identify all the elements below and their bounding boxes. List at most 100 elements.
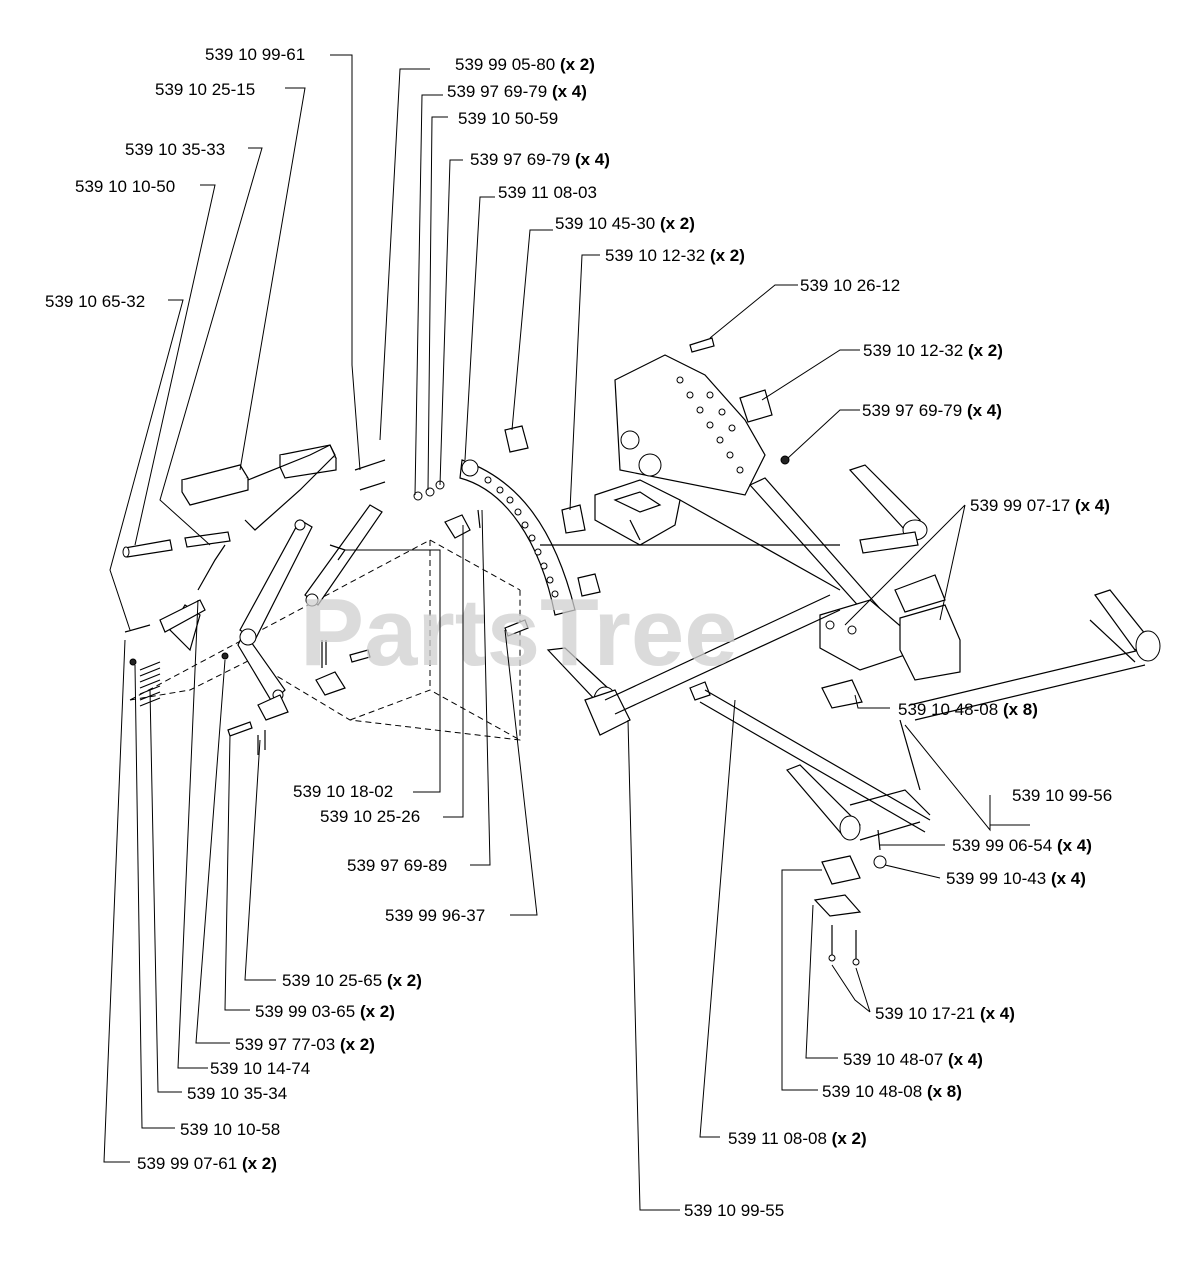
part-label: 539 10 65-32: [45, 292, 145, 311]
part-number: 539 10 12-32: [605, 246, 705, 265]
nut: [129, 658, 137, 666]
part-labels: 539 10 99-61 539 99 05-80 (x 2) 539 10 2…: [45, 45, 1112, 1220]
part-label: 539 99 03-65 (x 2): [255, 1002, 395, 1021]
part-label: 539 97 69-89: [347, 856, 447, 875]
part-label: 539 10 48-07 (x 4): [843, 1050, 983, 1069]
pin: [227, 721, 253, 737]
part-number: 539 10 48-08: [822, 1082, 922, 1101]
part-qty: (x 2): [242, 1154, 277, 1173]
bushing-45-30: [504, 425, 529, 453]
part-number: 539 97 69-89: [347, 856, 447, 875]
part-number: 539 97 77-03: [235, 1035, 335, 1054]
part-number: 539 11 08-08: [728, 1129, 827, 1148]
pin-96-37: [504, 619, 529, 637]
lift-arm-upper-right: [848, 464, 928, 554]
clevis: [315, 671, 346, 696]
part-label: 539 10 14-74: [210, 1059, 310, 1078]
watermark: PartsTree: [300, 579, 738, 686]
block-48-08-lower: [821, 855, 861, 885]
pin: [349, 649, 371, 663]
pedal-arm: [237, 444, 336, 703]
part-number: 539 10 99-55: [684, 1201, 784, 1220]
part-qty: (x 2): [560, 55, 595, 74]
part-label: 539 97 69-79 (x 4): [862, 401, 1002, 420]
part-qty: (x 2): [660, 214, 695, 233]
part-number: 539 10 26-12: [800, 276, 900, 295]
foot-pedal-left: [181, 464, 249, 506]
part-number: 539 10 10-58: [180, 1120, 280, 1139]
part-number: 539 97 69-79: [447, 82, 547, 101]
part-label: 539 10 35-34: [187, 1084, 287, 1103]
part-label: 539 10 99-61: [205, 45, 305, 64]
part-label: 539 10 25-65 (x 2): [282, 971, 422, 990]
washer: [413, 491, 423, 501]
part-label: 539 10 25-15: [155, 80, 255, 99]
part-qty: (x 4): [1057, 836, 1092, 855]
part-label: 539 10 99-55: [684, 1201, 784, 1220]
part-label: 539 99 07-17 (x 4): [970, 496, 1110, 515]
part-number: 539 10 48-08: [898, 700, 998, 719]
part-label: 539 10 50-59: [458, 109, 558, 128]
lever-arm: [304, 504, 383, 607]
part-number: 539 10 14-74: [210, 1059, 310, 1078]
lift-shaft-right: [909, 589, 1161, 721]
part-number: 539 10 35-33: [125, 140, 225, 159]
cotter-pin: [477, 509, 481, 529]
part-number: 539 10 99-61: [205, 45, 305, 64]
part-qty: (x 2): [387, 971, 422, 990]
part-qty: (x 2): [968, 341, 1003, 360]
part-number: 539 10 48-07: [843, 1050, 943, 1069]
part-number: 539 10 25-15: [155, 80, 255, 99]
part-label: 539 97 77-03 (x 2): [235, 1035, 375, 1054]
part-qty: (x 4): [980, 1004, 1015, 1023]
part-number: 539 10 12-32: [863, 341, 963, 360]
part-label: 539 10 45-30 (x 2): [555, 214, 695, 233]
part-label: 539 97 69-79 (x 4): [470, 150, 610, 169]
part-number: 539 97 69-79: [470, 150, 570, 169]
part-label: 539 10 17-21 (x 4): [875, 1004, 1015, 1023]
rod-10-50: [122, 531, 231, 558]
part-qty: (x 4): [1075, 496, 1110, 515]
part-number: 539 99 03-65: [255, 1002, 355, 1021]
nut: [221, 652, 229, 660]
part-qty: (x 8): [927, 1082, 962, 1101]
part-qty: (x 8): [1003, 700, 1038, 719]
part-qty: (x 4): [1051, 869, 1086, 888]
part-qty: (x 2): [340, 1035, 375, 1054]
frame-bar: [540, 477, 961, 681]
part-label: 539 97 69-79 (x 4): [447, 82, 587, 101]
lift-arm-lower-right: [785, 719, 931, 869]
part-label: 539 10 12-32 (x 2): [863, 341, 1003, 360]
part-number: 539 10 10-50: [75, 177, 175, 196]
part-label: 539 99 06-54 (x 4): [952, 836, 1092, 855]
part-qty: (x 4): [552, 82, 587, 101]
part-number: 539 10 25-65: [282, 971, 382, 990]
frame-plate: [594, 354, 766, 546]
part-label: 539 10 35-33: [125, 140, 225, 159]
part-label: 539 11 08-03: [498, 183, 597, 202]
part-qty: (x 2): [832, 1129, 867, 1148]
exploded-view-illustration: PartsTree: [122, 337, 1161, 966]
part-number: 539 99 06-54: [952, 836, 1052, 855]
plate-48-07: [813, 894, 862, 917]
part-label: 539 10 18-02: [293, 782, 393, 801]
part-number: 539 99 05-80: [455, 55, 555, 74]
part-label: 539 99 07-61 (x 2): [137, 1154, 277, 1173]
part-number: 539 10 18-02: [293, 782, 393, 801]
part-label: 539 10 48-08 (x 8): [898, 700, 1038, 719]
part-label: 539 10 10-58: [180, 1120, 280, 1139]
part-label: 539 10 48-08 (x 8): [822, 1082, 962, 1101]
block-48-08: [821, 679, 863, 709]
part-number: 539 10 35-34: [187, 1084, 287, 1103]
washer: [425, 487, 435, 497]
leader-lines: [103, 54, 1030, 1211]
clevis-small: [444, 514, 471, 539]
part-label: 539 99 96-37: [385, 906, 485, 925]
bushing-12-32: [561, 504, 586, 534]
bolts-17-21: [831, 925, 857, 965]
lift-shaft-lower: [546, 594, 931, 833]
part-number: 539 10 17-21: [875, 1004, 975, 1023]
part-label: 539 10 25-26: [320, 807, 420, 826]
